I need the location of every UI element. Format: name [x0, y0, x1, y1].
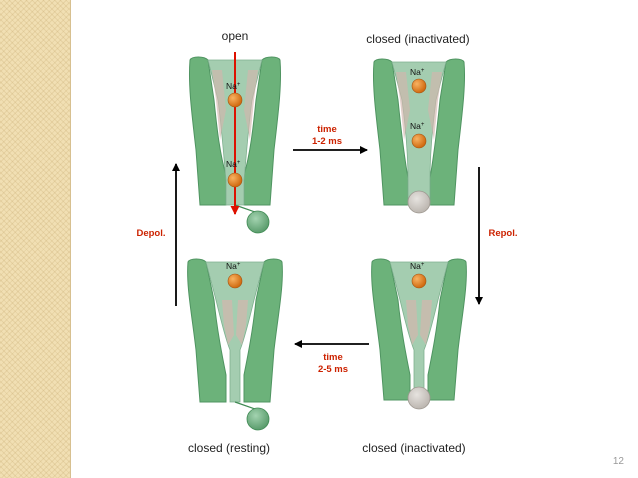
channel-left-subunit	[188, 56, 227, 206]
na-label: Na+	[410, 121, 425, 131]
pore-shading-right	[244, 70, 258, 140]
na-label: Na+	[226, 261, 241, 271]
channel-right-subunit	[427, 258, 467, 401]
transition-depolarization: Depol.	[136, 163, 180, 306]
decorative-sidebar	[0, 0, 70, 478]
transition-open-to-inactivated: time 1-2 ms	[293, 124, 368, 154]
sodium-ion	[227, 273, 243, 289]
channel-left-subunit	[371, 258, 411, 401]
pore-shading-left	[406, 300, 418, 345]
pore-shading-right	[420, 300, 432, 345]
transition-inactivated-to-resting: time 2-5 ms	[294, 340, 369, 375]
sodium-ion	[227, 92, 243, 108]
pore-shading-left	[222, 300, 234, 345]
panel-closed-inactivated-title: closed (inactivated)	[366, 32, 469, 46]
panel-open-title: open	[222, 29, 249, 43]
channel-right-subunit	[243, 56, 282, 206]
time-label: time	[317, 124, 337, 135]
panel-closed-resting-title: closed (resting)	[188, 441, 270, 455]
na-label: Na+	[226, 81, 241, 91]
na-label: Na+	[410, 67, 425, 77]
inactivation-ball	[407, 386, 431, 410]
panel-closed-inactivated-bottom: closed (inactivated) Na+	[362, 258, 467, 455]
channel-left-subunit	[372, 58, 409, 206]
panel-closed-inactivated-top: closed (inactivated) Na+ Na+	[366, 32, 470, 214]
transition-repolarization: Repol.	[475, 167, 518, 305]
sidebar-divider	[70, 0, 71, 478]
panel-closed-inactivated-title: closed (inactivated)	[362, 441, 465, 455]
inactivation-ball	[407, 190, 431, 214]
na-label: Na+	[410, 261, 425, 271]
channel-right-subunit	[429, 58, 466, 206]
channel-pore	[205, 261, 265, 403]
slide-page-number: 12	[612, 456, 624, 467]
inactivation-ball	[246, 210, 270, 234]
sodium-ion	[227, 172, 243, 188]
pore-shading-left	[396, 72, 410, 140]
inactivation-ball	[246, 407, 270, 431]
time-value-label: 1-2 ms	[312, 136, 342, 147]
sodium-ion	[411, 273, 427, 289]
pore-shading-right	[236, 300, 248, 345]
channel-right-subunit	[243, 258, 283, 403]
sodium-ion	[411, 133, 427, 149]
panel-open: open Na+ Na+	[188, 29, 282, 234]
pore-shading-right	[428, 72, 442, 140]
time-value-label: 2-5 ms	[318, 364, 348, 375]
sodium-ion	[411, 78, 427, 94]
depol-label: Depol.	[136, 228, 165, 239]
channel-left-subunit	[187, 258, 227, 403]
pore-shading-left	[212, 70, 226, 140]
repol-label: Repol.	[488, 228, 517, 239]
time-label: time	[323, 352, 343, 363]
na-label: Na+	[226, 159, 241, 169]
panel-closed-resting: closed (resting) Na+	[187, 258, 283, 455]
